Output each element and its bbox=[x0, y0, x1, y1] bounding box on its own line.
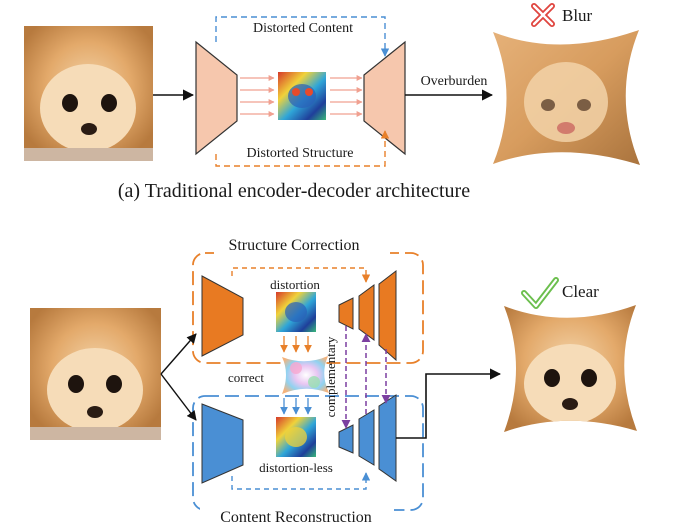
input-arrow-to-structure bbox=[160, 333, 197, 375]
content-skip-connection-a bbox=[215, 16, 390, 57]
content-reconstruction-title: Content Reconstruction bbox=[220, 509, 372, 526]
structure-skip-connection bbox=[231, 267, 371, 283]
output-arrow-b bbox=[396, 368, 502, 439]
distorted-structure-label: Distorted Structure bbox=[247, 146, 354, 161]
correct-label: correct bbox=[228, 370, 264, 385]
distorted-content-label: Distorted Content bbox=[253, 21, 353, 36]
orange-down-arrows bbox=[280, 336, 312, 353]
structure-encoder-block bbox=[201, 275, 244, 357]
blur-label: Blur bbox=[562, 6, 593, 25]
structure-title-bg bbox=[214, 234, 390, 256]
structure-skip-connection-a bbox=[215, 130, 390, 167]
content-skip-connection bbox=[231, 472, 371, 490]
encoder-block-a bbox=[195, 40, 238, 156]
blurry-output-photo bbox=[493, 30, 640, 165]
distortion-feature-map bbox=[276, 292, 316, 332]
input-dog-photo-b bbox=[30, 308, 161, 440]
caption-a: (a) Traditional encoder-decoder architec… bbox=[118, 180, 470, 202]
structure-decoder-stack bbox=[338, 269, 397, 362]
structure-correction-title: Structure Correction bbox=[228, 237, 359, 254]
content-title-bg bbox=[200, 505, 394, 527]
content-decoder-stack bbox=[338, 394, 397, 482]
input-dog-photo-a bbox=[24, 26, 153, 161]
decoder-block-a bbox=[363, 40, 406, 156]
distortion-less-feature-map bbox=[276, 417, 316, 457]
content-reconstruction-box bbox=[192, 395, 424, 511]
clear-label: Clear bbox=[562, 282, 599, 301]
blue-down-arrows bbox=[280, 398, 312, 415]
check-icon bbox=[521, 277, 559, 309]
clear-output-photo bbox=[504, 305, 637, 432]
cross-icon bbox=[531, 3, 555, 27]
distorted-feature-map-a bbox=[278, 72, 326, 120]
content-encoder-block bbox=[201, 403, 244, 484]
pink-arrows-right bbox=[330, 75, 363, 117]
correction-flow-field bbox=[282, 356, 329, 394]
complementary-connections bbox=[341, 326, 391, 429]
pink-arrows-left bbox=[240, 75, 275, 117]
distortion-less-label: distortion-less bbox=[259, 460, 333, 475]
complementary-label: complementary bbox=[323, 336, 338, 417]
input-arrow-to-content bbox=[160, 373, 197, 421]
distortion-label: distortion bbox=[270, 277, 320, 292]
overburden-label: Overburden bbox=[421, 74, 488, 89]
